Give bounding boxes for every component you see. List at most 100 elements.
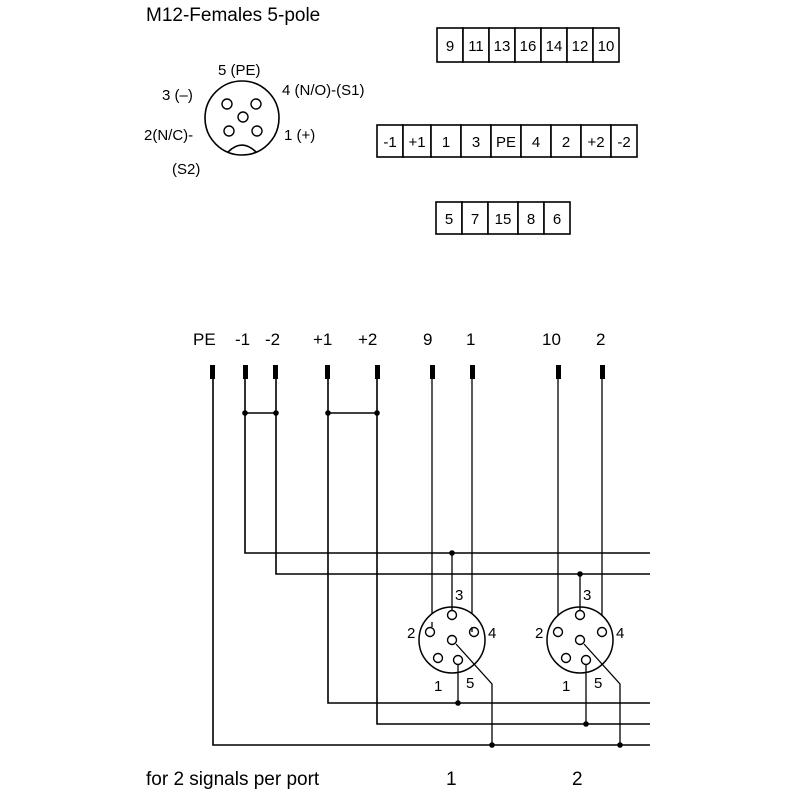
port-2-pin-4-icon	[596, 626, 608, 638]
terminal-label: 12	[572, 38, 589, 55]
terminal-cell	[592, 27, 620, 63]
wire-label-10: 10	[542, 330, 561, 349]
terminal-label: 15	[495, 211, 512, 228]
port-2-label-4: 4	[616, 625, 624, 642]
wire-label-minus2: -2	[265, 330, 280, 349]
cap-minus1	[243, 365, 248, 379]
port-2-connector: 3 2 4 1 5	[535, 571, 624, 748]
footer-port-1: 1	[446, 769, 457, 790]
port-2-lead-5	[583, 643, 621, 745]
pin-3-icon	[221, 98, 233, 110]
wire-plus2	[376, 379, 650, 725]
wire-label-minus1: -1	[235, 330, 250, 349]
junctions	[242, 410, 380, 416]
terminal-label: 6	[553, 211, 561, 228]
wire-label-2: 2	[596, 330, 605, 349]
cap-1	[470, 365, 475, 379]
terminal-label: +1	[408, 134, 425, 151]
port-1-junction-3	[449, 550, 455, 556]
port-2-pin-5-icon	[574, 634, 586, 646]
pin1-label: 1 (+)	[284, 127, 315, 144]
wire-label-plus1: +1	[313, 330, 332, 349]
wire-pe	[212, 379, 650, 746]
connector-face-legend: 5 (PE) 3 (–) 4 (N/O)-(S1) 2(N/C)- (S2) 1…	[144, 62, 365, 178]
terminal-row-middle: -1 +1 1 3 PE 4 2 +2 -2	[376, 124, 638, 158]
port-1-pin-2-icon	[424, 626, 436, 638]
port-2-pin-1-icon	[580, 654, 592, 666]
port-2-pin-3-icon	[574, 609, 586, 621]
cap-10	[556, 365, 561, 379]
port-2-junction-3	[577, 571, 583, 577]
junction-minus2-bridge	[273, 410, 279, 416]
terminal-label: 9	[446, 38, 454, 55]
terminal-label: 14	[546, 38, 563, 55]
junction-minus1-bridge	[242, 410, 248, 416]
terminal-cell	[436, 27, 464, 63]
terminal-cell	[566, 27, 594, 63]
port-1-pin-1-icon	[452, 654, 464, 666]
terminal-cell	[490, 124, 522, 158]
cap-2	[600, 365, 605, 379]
port-2-pin-1a-icon	[560, 652, 572, 664]
terminal-label: 1	[442, 134, 450, 151]
cap-9	[430, 365, 435, 379]
pin-4-icon	[250, 98, 262, 110]
port-1-connector: 3 2 4 1 5	[407, 550, 496, 748]
footer-caption: for 2 signals per port	[146, 769, 320, 790]
wire-plus1	[327, 379, 650, 704]
terminal-label: 13	[494, 38, 511, 55]
diagram-title: M12-Females 5-pole	[146, 5, 320, 26]
terminal-label: PE	[496, 134, 516, 151]
terminal-label: 10	[598, 38, 615, 55]
connector-key	[227, 144, 257, 153]
pin-1-icon	[251, 125, 263, 137]
port-2-label-1: 1	[562, 678, 570, 695]
wire-label-pe: PE	[193, 330, 216, 349]
terminal-cell	[610, 124, 638, 158]
port-2-pin-2-icon	[552, 626, 564, 638]
terminal-cell	[430, 124, 462, 158]
terminal-label: +2	[587, 134, 604, 151]
port-1-pin-5-icon	[446, 634, 458, 646]
terminal-cell	[543, 201, 571, 235]
terminal-label: 4	[532, 134, 540, 151]
junction-plus2-bridge	[374, 410, 380, 416]
wire-label-1: 1	[466, 330, 475, 349]
pin-5-icon	[237, 111, 249, 123]
terminal-label: 3	[472, 134, 480, 151]
pin-2-icon	[223, 125, 235, 137]
terminal-label: -2	[617, 134, 630, 151]
cap-plus2	[375, 365, 380, 379]
port-1-lead-5	[455, 643, 493, 745]
wire-terminal-caps	[210, 365, 605, 379]
terminal-cell	[461, 201, 489, 235]
port-1-pin-3-icon	[446, 609, 458, 621]
wire-label-plus2: +2	[358, 330, 377, 349]
junction-plus1-bridge	[325, 410, 331, 416]
pin5-label: 5 (PE)	[218, 62, 261, 79]
port-1-label-5: 5	[466, 675, 474, 692]
wire-minus1	[244, 379, 650, 554]
port-1-label-4: 4	[488, 625, 496, 642]
terminal-label: 2	[562, 134, 570, 151]
terminal-cell	[460, 124, 492, 158]
cap-plus1	[325, 365, 330, 379]
terminal-label: 7	[471, 211, 479, 228]
terminal-label: 16	[520, 38, 537, 55]
terminal-label: 11	[468, 38, 484, 55]
terminal-label: -1	[383, 134, 396, 151]
wire-labels: PE -1 -2 +1 +2 9 1 10 2	[193, 330, 605, 349]
port-2-label-2: 2	[535, 625, 543, 642]
port-2-label-3: 3	[583, 587, 591, 604]
cap-pe	[210, 365, 215, 379]
pin2-label: 2(N/C)-	[144, 127, 193, 144]
terminal-cell	[462, 27, 490, 63]
terminal-label: 5	[445, 211, 453, 228]
port-1-label-2: 2	[407, 625, 415, 642]
terminal-cell	[520, 124, 552, 158]
port-1-junction-5	[489, 742, 495, 748]
pin2-signal-label: (S2)	[172, 161, 200, 178]
port-2-junction-1	[583, 721, 589, 727]
